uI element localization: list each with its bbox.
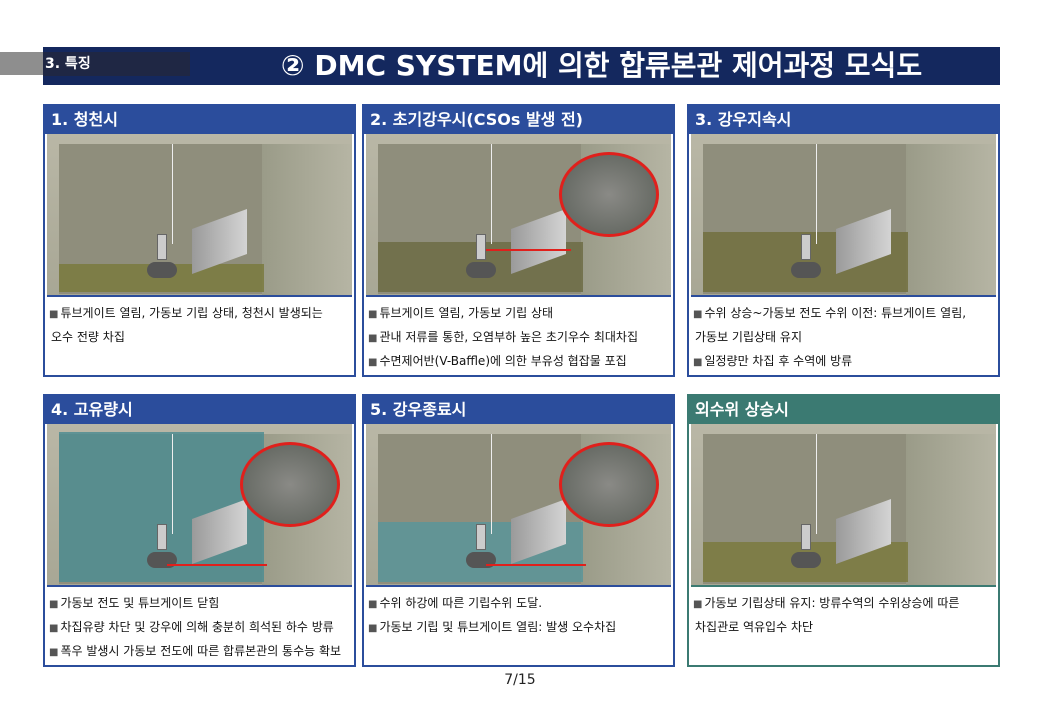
description-line: 일정량만 차집 후 수역에 방류 <box>693 350 994 374</box>
description-line: 수위 상승~가동보 전도 수위 이전: 튜브게이트 열림, <box>693 302 994 326</box>
detail-zoom-circle <box>559 442 659 527</box>
side-marker <box>0 52 43 75</box>
description-line: 차집관로 역유입수 차단 <box>695 620 814 634</box>
panel-title: 1. 청천시 <box>45 106 354 134</box>
panel-title: 5. 강우종료시 <box>364 396 673 424</box>
panel-title: 3. 강우지속시 <box>689 106 998 134</box>
diagram-image <box>691 134 996 297</box>
panel-title: 2. 초기강우시(CSOs 발생 전) <box>364 106 673 134</box>
diagram-image <box>47 424 352 587</box>
panel-description: 수위 상승~가동보 전도 수위 이전: 튜브게이트 열림, 가동보 기립상태 유지… <box>689 297 998 375</box>
diagram-image <box>47 134 352 297</box>
description-line: 수면제어반(V-Baffle)에 의한 부유성 협잡물 포집 <box>368 350 669 374</box>
detail-zoom-circle <box>559 152 659 237</box>
detail-zoom-circle <box>240 442 340 527</box>
description-line: 관내 저류를 통한, 오염부하 높은 초기우수 최대차집 <box>368 326 669 350</box>
panel-5: 5. 강우종료시 수위 하강에 따른 기립수위 도달.가동보 기립 및 튜브게이… <box>362 394 675 667</box>
page-number: 7/15 <box>504 672 536 688</box>
panel-3: 3. 강우지속시 수위 상승~가동보 전도 수위 이전: 튜브게이트 열림, 가동… <box>687 104 1000 377</box>
diagram-image <box>366 134 671 297</box>
diagram-image <box>366 424 671 587</box>
description-line: 오수 전량 차집 <box>51 330 125 344</box>
section-label: 3. 특징 <box>43 52 190 76</box>
page-header: 3. 특징 ② DMC SYSTEM에 의한 합류본관 제어과정 모식도 <box>43 47 1000 85</box>
description-line: 차집유량 차단 및 강우에 의해 충분히 희석된 하수 방류 <box>49 616 350 640</box>
panel-6: 외수위 상승시 가동보 기립상태 유지: 방류수역의 수위상승에 따른차집관로 … <box>687 394 1000 667</box>
description-line: 가동보 기립상태 유지 <box>695 330 802 344</box>
panel-description: 튜브게이트 열림, 가동보 기립 상태관내 저류를 통한, 오염부하 높은 초기… <box>364 297 673 375</box>
description-line: 튜브게이트 열림, 가동보 기립 상태, 청천시 발생되는 <box>49 302 350 326</box>
description-line: 튜브게이트 열림, 가동보 기립 상태 <box>368 302 669 326</box>
panel-description: 가동보 전도 및 튜브게이트 닫힘차집유량 차단 및 강우에 의해 충분히 희석… <box>45 587 354 665</box>
panel-4: 4. 고유량시 가동보 전도 및 튜브게이트 닫힘차집유량 차단 및 강우에 의… <box>43 394 356 667</box>
description-line: 수위 하강에 따른 기립수위 도달. <box>368 592 669 616</box>
diagram-image <box>691 424 996 587</box>
panel-title: 4. 고유량시 <box>45 396 354 424</box>
description-line: 가동보 기립 및 튜브게이트 열림: 발생 오수차집 <box>368 616 669 640</box>
panel-2: 2. 초기강우시(CSOs 발생 전) 튜브게이트 열림, 가동보 기립 상태관… <box>362 104 675 377</box>
description-line: 가동보 전도 및 튜브게이트 닫힘 <box>49 592 350 616</box>
description-line: 가동보 기립상태 유지: 방류수역의 수위상승에 따른 <box>693 592 994 616</box>
page-title: ② DMC SYSTEM에 의한 합류본관 제어과정 모식도 <box>280 49 923 82</box>
description-line: 폭우 발생시 가동보 전도에 따른 합류본관의 통수능 확보 <box>49 640 350 664</box>
panel-title: 외수위 상승시 <box>689 396 998 424</box>
panel-description: 수위 하강에 따른 기립수위 도달.가동보 기립 및 튜브게이트 열림: 발생 … <box>364 587 673 665</box>
